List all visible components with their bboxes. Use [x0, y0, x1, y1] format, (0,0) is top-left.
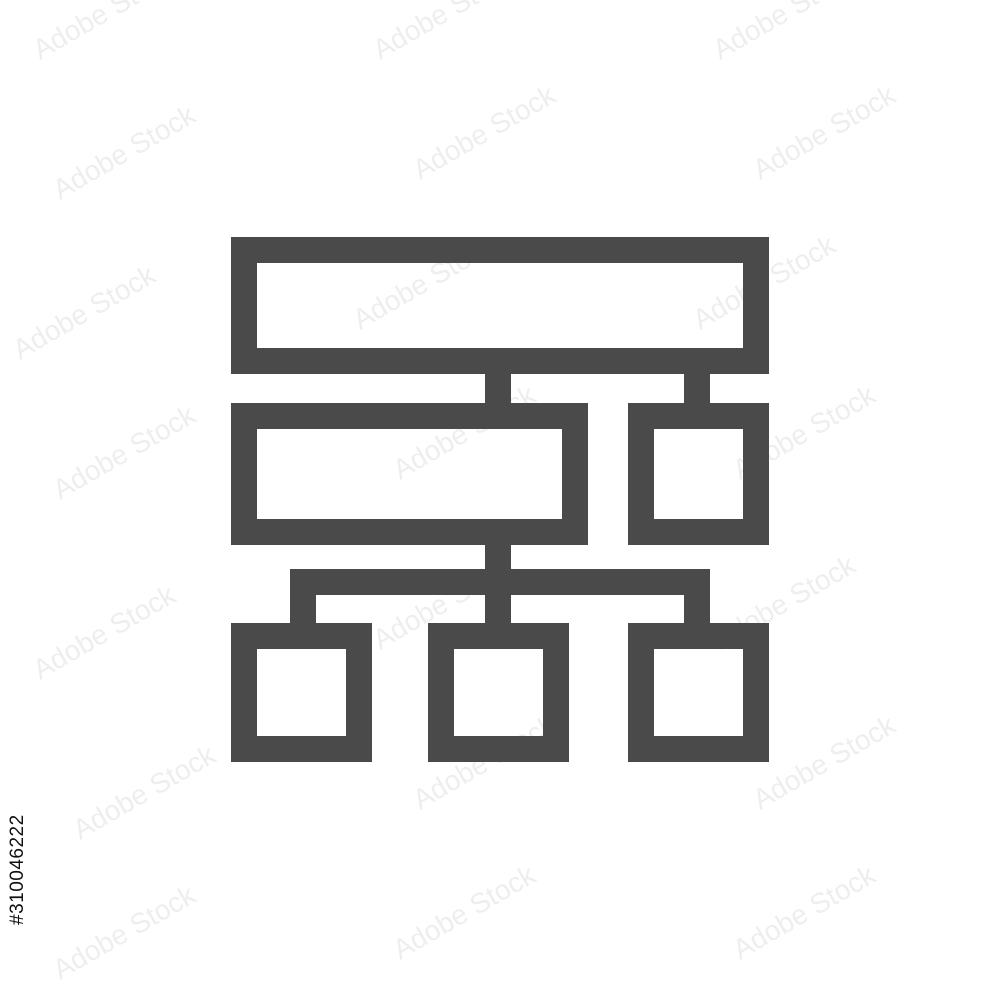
bottom-center-box — [428, 623, 569, 762]
middle-left-box — [231, 403, 588, 545]
stock-id-label: #310046222 — [7, 814, 28, 925]
top-level-box — [231, 237, 769, 374]
bottom-left-box — [231, 623, 372, 762]
bottom-right-box — [628, 623, 769, 762]
middle-right-box — [628, 403, 769, 545]
